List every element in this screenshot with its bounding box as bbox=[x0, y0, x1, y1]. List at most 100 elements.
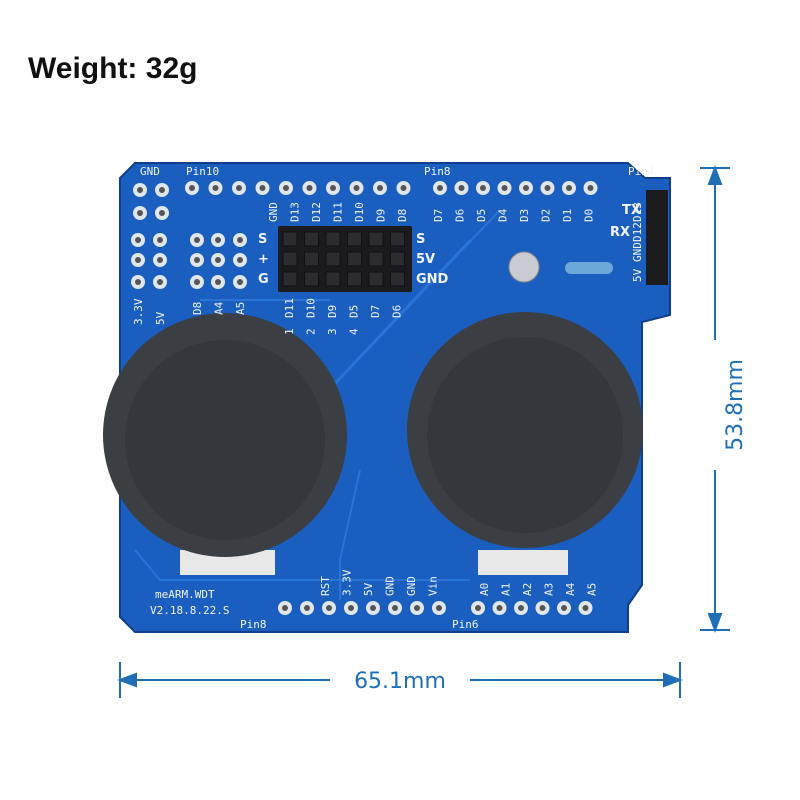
power-pin-label: Vin bbox=[427, 576, 440, 596]
pin-hole bbox=[475, 605, 481, 611]
board-version: V2.18.8.22.S bbox=[150, 604, 229, 617]
servo-pin bbox=[325, 251, 341, 267]
pin-hole bbox=[566, 185, 572, 191]
pin-hole bbox=[377, 185, 383, 191]
pin-hole bbox=[159, 187, 165, 193]
pin-hole bbox=[400, 185, 407, 191]
label-pin8-bottom: Pin8 bbox=[240, 618, 267, 631]
servo-pin bbox=[390, 251, 405, 267]
servo-pin bbox=[325, 231, 341, 247]
analog-label: A4 bbox=[213, 301, 226, 315]
analog-pin-label: A2 bbox=[521, 583, 534, 596]
pin-hole bbox=[215, 279, 221, 285]
pin-label: D9 bbox=[375, 209, 388, 222]
pin-hole bbox=[157, 237, 163, 243]
label-pin6: Pin6 bbox=[452, 618, 479, 631]
pin-hole bbox=[496, 605, 503, 611]
analog-pin-label: A0 bbox=[478, 583, 491, 596]
pin-label: D7 bbox=[432, 209, 445, 222]
label-rx: RX bbox=[610, 225, 630, 240]
pin-label: D13 bbox=[289, 202, 302, 222]
power-label: 3.3V bbox=[132, 298, 145, 325]
power-pin-label: RST bbox=[319, 576, 332, 596]
servo-pins bbox=[282, 231, 405, 287]
pin-hole bbox=[236, 185, 242, 191]
power-label: 5V bbox=[154, 311, 167, 325]
weight-label: Weight: 32g bbox=[28, 52, 198, 85]
pin-hole bbox=[501, 185, 508, 191]
pin-hole bbox=[523, 185, 529, 191]
pin-label: D5 bbox=[475, 209, 488, 222]
pin-hole bbox=[259, 185, 266, 191]
pin-label: D12 bbox=[310, 202, 323, 222]
servo-row-label: S bbox=[416, 232, 425, 247]
serial-pin-label: D13 bbox=[631, 202, 644, 222]
analog-label: A5 bbox=[234, 302, 247, 315]
analog-label: D8 bbox=[191, 302, 204, 315]
pin-label: D4 bbox=[497, 208, 510, 222]
label-pin10: Pin10 bbox=[186, 165, 219, 178]
pin-hole bbox=[137, 187, 143, 193]
power-pin-label: 3.3V bbox=[341, 569, 354, 596]
pin-hole bbox=[194, 279, 200, 285]
servo-pin-label: D5 bbox=[348, 305, 361, 318]
servo-pin bbox=[347, 231, 362, 247]
pin-hole bbox=[414, 605, 420, 611]
joystick-left-cap bbox=[125, 340, 325, 540]
pin-label: D6 bbox=[454, 209, 467, 222]
pin-hole bbox=[326, 605, 332, 611]
pin-hole bbox=[194, 237, 200, 243]
analog-pin-label: A4 bbox=[564, 582, 577, 596]
power-pin-label: 5V bbox=[362, 582, 375, 596]
pin-hole bbox=[348, 605, 354, 611]
resistor bbox=[565, 262, 613, 274]
pin-hole bbox=[237, 237, 243, 243]
servo-pin bbox=[347, 251, 362, 267]
pin-label: D11 bbox=[332, 202, 345, 222]
pin-hole bbox=[157, 257, 163, 263]
pin-hole bbox=[283, 185, 289, 191]
board-name: meARM.WDT bbox=[155, 588, 215, 601]
joystick-right-cap bbox=[427, 337, 623, 533]
servo-left-row-label: + bbox=[258, 252, 269, 267]
pin-hole bbox=[157, 279, 163, 285]
pin-label: D10 bbox=[353, 202, 366, 222]
pin-hole bbox=[212, 185, 219, 191]
pin-hole bbox=[436, 605, 442, 611]
servo-left-row-label: S bbox=[258, 232, 267, 247]
servo-pin bbox=[282, 251, 298, 267]
pin-hole bbox=[587, 185, 594, 191]
pin-hole bbox=[159, 210, 165, 216]
pin-hole bbox=[458, 185, 465, 191]
analog-pin-label: A5 bbox=[586, 583, 599, 596]
pin-hole bbox=[544, 185, 551, 191]
width-dimension: 65.1mm bbox=[354, 669, 446, 694]
servo-pin bbox=[304, 251, 319, 267]
analog-pin-label: A3 bbox=[543, 583, 556, 596]
serial-connector bbox=[646, 190, 668, 285]
servo-row-label: GND bbox=[416, 272, 449, 287]
servo-pin-label: D11 bbox=[283, 298, 296, 318]
pin-hole bbox=[135, 257, 141, 263]
servo-number-label: 2 bbox=[305, 328, 318, 335]
pin-hole bbox=[392, 605, 398, 611]
height-dimension: 53.8mm bbox=[723, 359, 748, 451]
pin-hole bbox=[539, 605, 546, 611]
pin-hole bbox=[561, 605, 567, 611]
label-tx: TX bbox=[622, 203, 641, 218]
servo-pin bbox=[304, 231, 319, 247]
dimension-lines bbox=[117, 165, 730, 698]
pin-hole bbox=[194, 257, 200, 263]
pin-hole bbox=[582, 605, 589, 611]
pin-hole bbox=[306, 185, 313, 191]
label-pin8-top: Pin8 bbox=[424, 165, 451, 178]
pin-hole bbox=[137, 210, 143, 216]
pin-hole bbox=[237, 279, 243, 285]
serial-pin-label: 5V bbox=[631, 268, 644, 282]
pin-hole bbox=[282, 605, 288, 611]
pin-label: D2 bbox=[540, 209, 553, 222]
pin-label: D8 bbox=[396, 209, 409, 222]
pcb-traces bbox=[134, 209, 501, 600]
pin-hole bbox=[237, 257, 243, 263]
